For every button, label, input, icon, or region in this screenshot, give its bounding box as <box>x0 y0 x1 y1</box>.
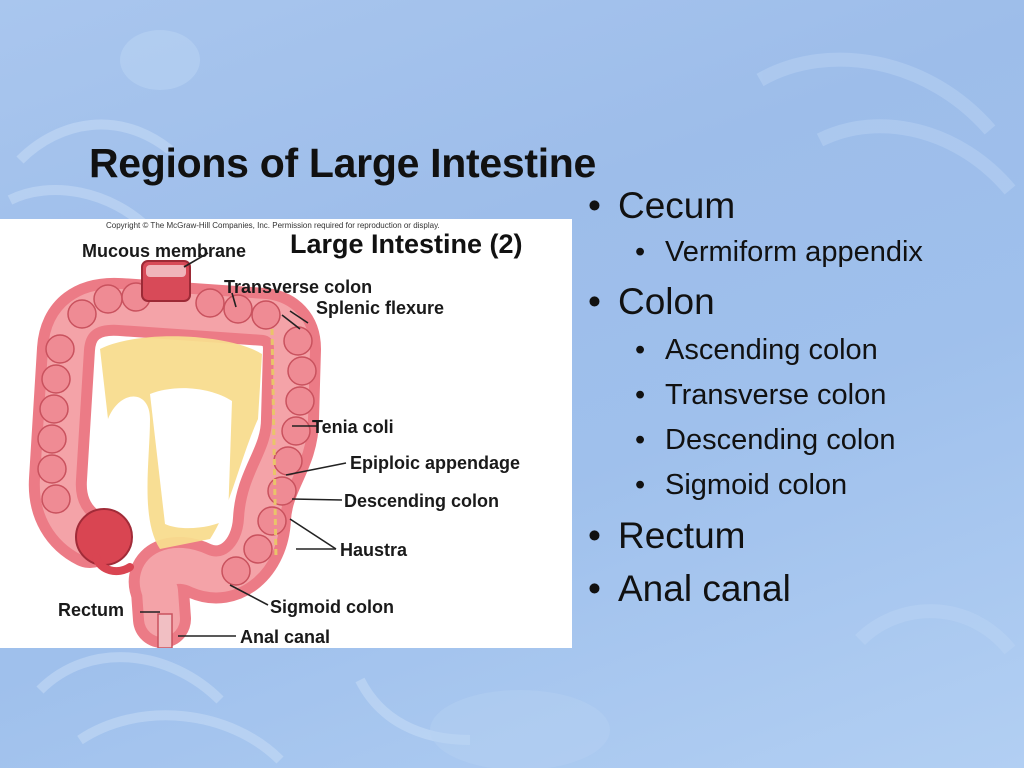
bullet-marker: • <box>588 185 601 226</box>
bullet-vermiform-appendix: • Vermiform appendix <box>635 236 923 269</box>
bullet-marker: • <box>635 424 646 456</box>
bullet-marker: • <box>635 469 646 501</box>
bullet-rectum: • Rectum <box>588 515 745 557</box>
label-epiploic-appendage: Epiploic appendage <box>350 453 521 473</box>
label-sigmoid-colon: Sigmoid colon <box>270 597 394 617</box>
bullet-ascending-colon: • Ascending colon <box>635 334 878 367</box>
label-anal-canal: Anal canal <box>240 627 331 647</box>
label-tenia-coli: Tenia coli <box>312 417 394 437</box>
label-splenic-flexure: Splenic flexure <box>316 298 445 318</box>
figure-title: Large Intestine (2) <box>290 229 523 259</box>
bullet-marker: • <box>588 281 601 322</box>
bullet-transverse-colon-text: Transverse colon <box>665 379 887 411</box>
bullet-ascending-colon-text: Ascending colon <box>665 334 878 366</box>
bullet-marker: • <box>588 515 601 556</box>
large-intestine-figure: Copyright © The McGraw-Hill Companies, I… <box>0 219 572 648</box>
label-mucous-membrane: Mucous membrane <box>82 241 247 261</box>
bullet-marker: • <box>635 334 646 366</box>
bullet-marker: • <box>635 236 646 268</box>
large-intestine-illustration <box>28 252 347 648</box>
bullet-anal-canal: • Anal canal <box>588 568 791 610</box>
copyright-notice: Copyright © The McGraw-Hill Companies, I… <box>106 221 440 230</box>
bullet-colon: • Colon <box>588 281 715 323</box>
bullet-descending-colon: • Descending colon <box>635 424 896 457</box>
bullet-colon-text: Colon <box>618 281 715 322</box>
label-transverse-colon: Transverse colon <box>224 277 373 297</box>
bullet-cecum-text: Cecum <box>618 185 736 226</box>
label-haustra: Haustra <box>340 540 408 560</box>
bullet-sigmoid-colon-text: Sigmoid colon <box>665 469 848 501</box>
label-descending-colon: Descending colon <box>344 491 500 511</box>
bullet-descending-colon-text: Descending colon <box>665 424 896 456</box>
bullet-vermiform-appendix-text: Vermiform appendix <box>665 236 923 268</box>
bullet-rectum-text: Rectum <box>618 515 746 556</box>
bullet-marker: • <box>588 568 601 609</box>
bullet-sigmoid-colon: • Sigmoid colon <box>635 469 847 502</box>
bullet-anal-canal-text: Anal canal <box>618 568 791 609</box>
bullet-marker: • <box>635 379 646 411</box>
label-rectum: Rectum <box>58 600 125 620</box>
slide-title: Regions of Large Intestine <box>89 140 597 186</box>
bullet-cecum: • Cecum <box>588 185 735 227</box>
bullet-transverse-colon: • Transverse colon <box>635 379 886 412</box>
